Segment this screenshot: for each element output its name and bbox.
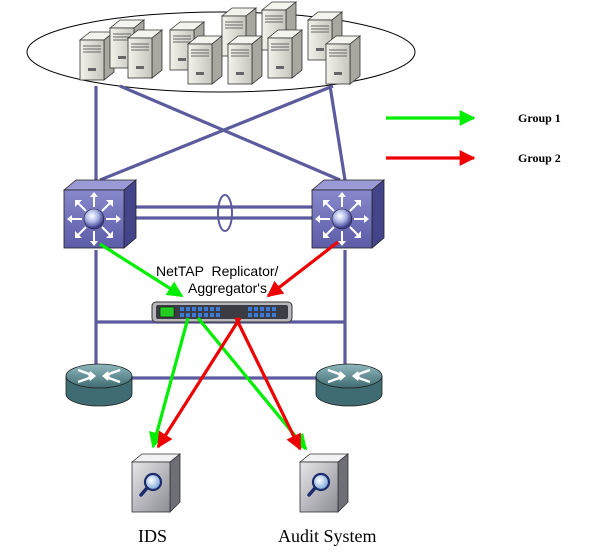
legend-label-group2: Group 2 — [518, 151, 561, 165]
legend-label-group1: Group 1 — [518, 111, 561, 125]
server-tower-icon — [267, 29, 303, 79]
router-icon — [314, 362, 384, 408]
layer3-switch-icon — [63, 179, 137, 249]
server-tower-icon — [127, 29, 163, 79]
server-tower-icon — [187, 35, 223, 85]
layer3-switch-icon — [311, 179, 385, 249]
magnifier-appliance-icon — [298, 452, 350, 514]
tap-label-line1: NetTAP Replicator/ — [156, 263, 279, 279]
server-tower-icon — [325, 35, 361, 85]
tap-label-line2: Aggregator's — [188, 280, 267, 296]
group2-flows — [156, 240, 339, 451]
server-tower-icon — [227, 35, 263, 85]
router-icon — [64, 362, 134, 408]
network-tap-icon — [151, 301, 293, 323]
etherchannel-bundle — [217, 194, 233, 232]
legend: Group 1 Group 2 — [386, 110, 561, 166]
server-tower-icon — [79, 31, 115, 81]
magnifier-appliance-icon — [130, 452, 182, 514]
ids-label: IDS — [138, 526, 167, 546]
audit-system-label: Audit System — [278, 526, 377, 546]
